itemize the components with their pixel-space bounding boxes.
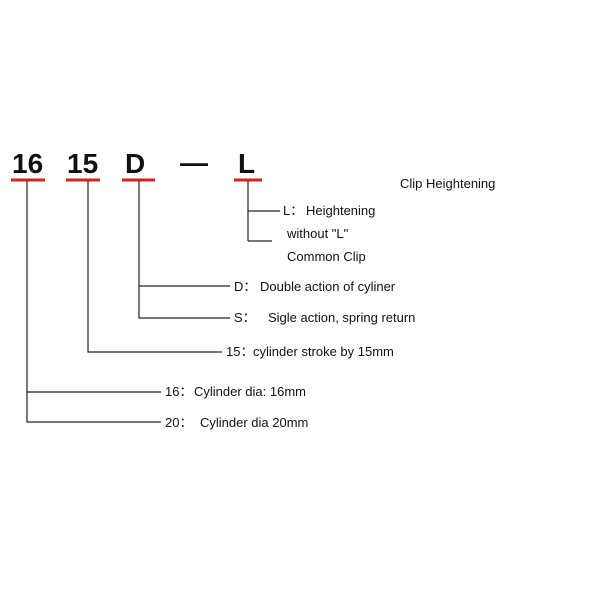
leader-d (138, 181, 230, 287)
leader-dia-20 (26, 392, 161, 423)
code-part-diameter: 16 (12, 148, 43, 179)
option-dia20-key: 20： (165, 415, 192, 430)
option-l-line3: Common Clip (287, 249, 366, 264)
code-part-clip: L (238, 148, 255, 179)
option-stroke-key: 15： (226, 344, 253, 359)
leader-l-heightening (247, 181, 280, 212)
option-s-text: Sigle action, spring return (268, 310, 415, 325)
clip-heightening-note: Clip Heightening (400, 176, 495, 191)
code-part-action: D (125, 148, 145, 179)
code-part-stroke: 15 (67, 148, 98, 179)
option-dia16-key: 16： (165, 384, 192, 399)
option-l-line1: Heightening (306, 203, 375, 218)
option-d-key: D： (234, 279, 256, 294)
code-dash: — (180, 147, 208, 178)
option-l-key: L： (283, 203, 303, 218)
leader-stroke (87, 181, 222, 353)
option-dia20-text: Cylinder dia 20mm (200, 415, 308, 430)
leader-s (138, 286, 230, 319)
option-stroke-text: cylinder stroke by 15mm (253, 344, 394, 359)
option-s-key: S： (234, 310, 256, 325)
option-l-line2: without "L" (286, 226, 349, 241)
option-d-text: Double action of cyliner (260, 279, 396, 294)
option-dia16-text: Cylinder dia: 16mm (194, 384, 306, 399)
